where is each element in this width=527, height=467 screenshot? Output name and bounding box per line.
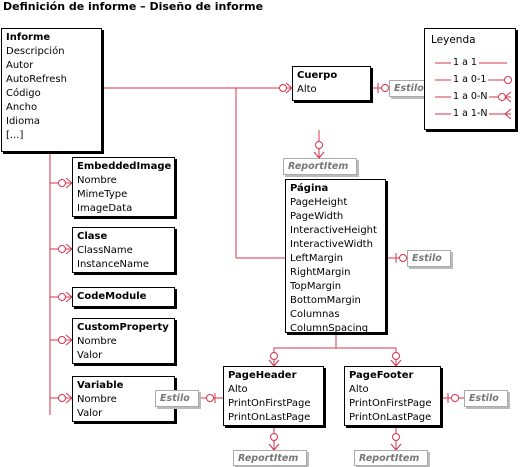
legend: Leyenda 1 a 1 1 a 0-1 1 a 0-N 1 a 1-N [424, 28, 516, 130]
field: ColumnSpacing [290, 323, 369, 334]
field: Nombre [77, 175, 117, 186]
entity-pagina-name: Página [290, 183, 329, 194]
entity-codemodule-name: CodeModule [77, 291, 147, 302]
field: PrintOnLastPage [349, 412, 432, 423]
field: MimeType [77, 189, 128, 200]
field: PrintOnFirstPage [349, 398, 432, 409]
field: Idioma [6, 116, 41, 127]
field: InstanceName [77, 259, 150, 270]
field: BottomMargin [290, 295, 361, 306]
entity-informe-name: Informe [6, 32, 51, 43]
field: Alto [349, 384, 369, 395]
entity-pageheader-name: PageHeader [228, 370, 297, 381]
field: LeftMargin [290, 253, 343, 264]
field: ImageData [77, 203, 133, 214]
field: Alto [297, 84, 317, 95]
entity-custom property: CustomProperty Nombre Valor [72, 318, 175, 364]
ref-reportitem-pagefooter: ReportItem [354, 450, 428, 466]
field: Nombre [77, 336, 117, 347]
diagram-title: Definición de informe – Diseño de inform… [3, 0, 264, 13]
field: RightMargin [290, 267, 351, 278]
field: Columnas [290, 309, 340, 320]
field: InteractiveWidth [290, 239, 373, 250]
entity-variable-name: Variable [77, 380, 124, 391]
entity-customproperty-name: CustomProperty [77, 322, 169, 333]
legend-label: 1 a 0-N [451, 90, 490, 104]
ref-reportitem-pageheader: ReportItem [233, 450, 307, 466]
field: Valor [77, 408, 103, 419]
field: Descripción [6, 46, 65, 57]
field: [...] [6, 130, 24, 141]
entity-pagefooter-name: PageFooter [349, 370, 414, 381]
entity-embeddedimage: EmbeddedImage Nombre MimeType ImageData [72, 157, 175, 217]
field: PrintOnLastPage [228, 412, 311, 423]
entity-codemodule: CodeModule [72, 287, 175, 307]
entity-embeddedimage-name: EmbeddedImage [77, 161, 172, 172]
field: ClassName [77, 245, 133, 256]
legend-item-1-a-1-n: 1 a 1-N [425, 107, 517, 123]
field: TopMargin [290, 281, 342, 292]
field: Alto [228, 384, 248, 395]
legend-item-1-a-0-1: 1 a 0-1 [425, 73, 517, 89]
legend-label: 1 a 1-N [451, 107, 490, 121]
entity-pageheader: PageHeader Alto PrintOnFirstPage PrintOn… [223, 366, 324, 426]
legend-label: 1 a 1 [451, 56, 479, 70]
legend-title: Leyenda [431, 34, 476, 46]
entity-informe: Informe Descripción Autor AutoRefresh Có… [1, 28, 102, 152]
entity-pagefooter: PageFooter Alto PrintOnFirstPage PrintOn… [344, 366, 441, 426]
entity-cuerpo: Cuerpo Alto [292, 66, 371, 101]
ref-estilo-pagefooter: Estilo [464, 390, 508, 407]
legend-item-1-a-0-n: 1 a 0-N [425, 90, 517, 106]
field: PrintOnFirstPage [228, 398, 311, 409]
field: PageWidth [290, 211, 344, 222]
ref-estilo-pageheader: Estilo [155, 390, 199, 407]
field: InteractiveHeight [290, 225, 377, 236]
field: PageHeight [290, 197, 348, 208]
ref-reportitem-cuerpo: ReportItem [283, 158, 357, 175]
entity-cuerpo-name: Cuerpo [297, 70, 338, 81]
entity-pagina: Página PageHeight PageWidth InteractiveH… [285, 179, 386, 334]
entity-clase: Clase ClassName InstanceName [72, 227, 175, 273]
field: Código [6, 88, 41, 99]
legend-label: 1 a 0-1 [451, 73, 489, 87]
field: Nombre [77, 394, 117, 405]
field: AutoRefresh [6, 74, 67, 85]
field: Valor [77, 350, 103, 361]
legend-item-1-a-1: 1 a 1 [425, 56, 517, 72]
field: Autor [6, 60, 34, 71]
entity-clase-name: Clase [77, 231, 108, 242]
field: Ancho [6, 102, 38, 113]
ref-estilo-pagina: Estilo [407, 250, 451, 267]
